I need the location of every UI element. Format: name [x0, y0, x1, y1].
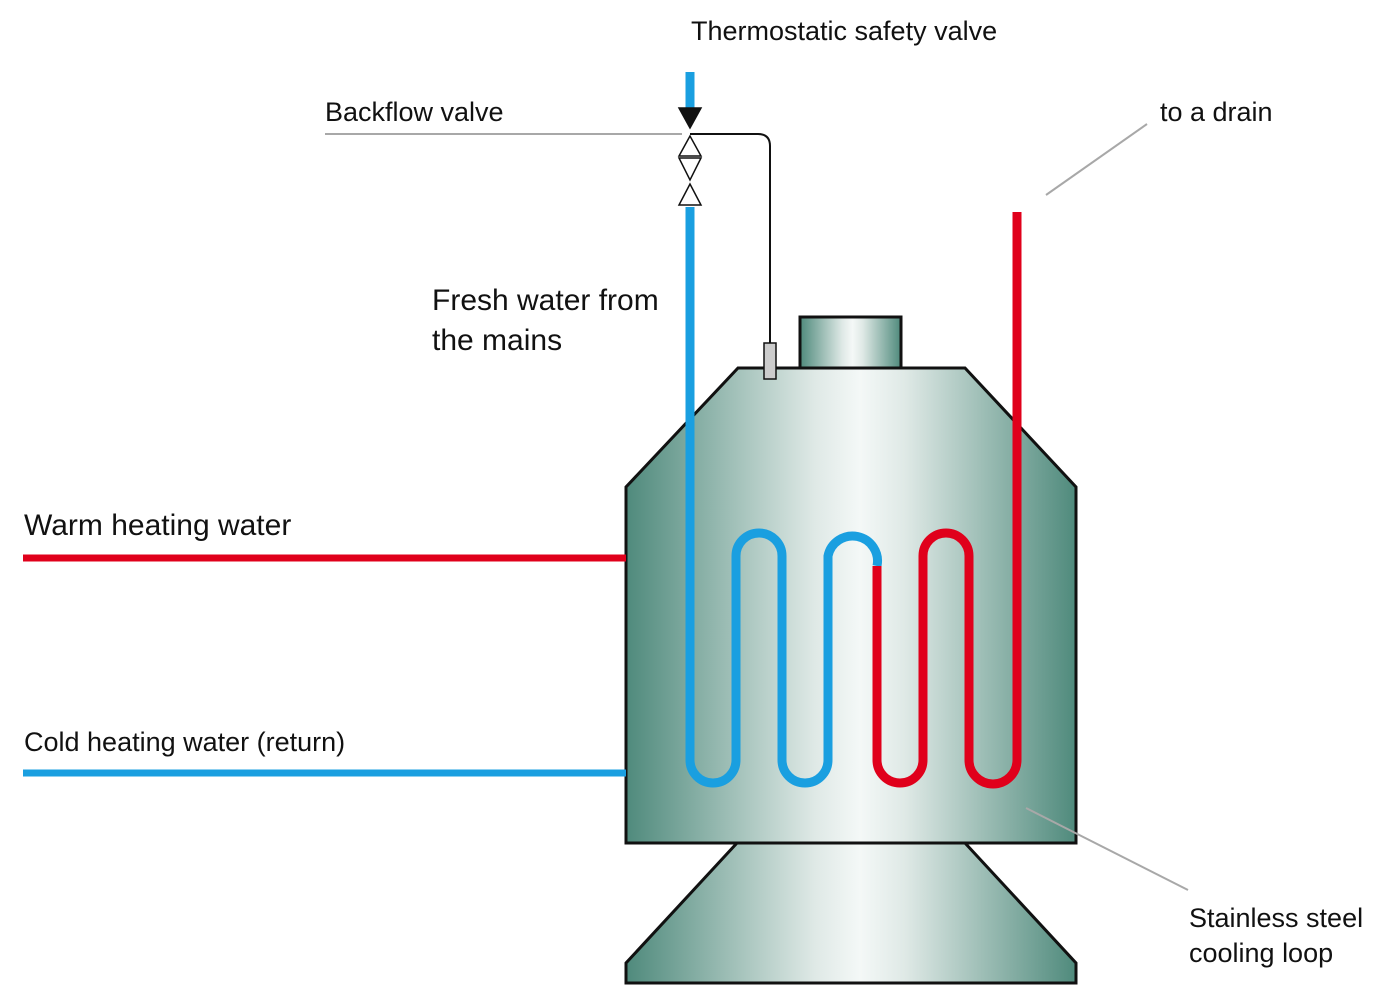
drain-label: to a drain	[1160, 97, 1273, 127]
cooling-loop-label-line1: Stainless steel	[1189, 903, 1363, 933]
cooling-loop-red	[872, 212, 1022, 789]
thermostatic-valve-symbol	[677, 107, 703, 130]
fresh-water-label-line2: the mains	[432, 324, 562, 357]
thermostat-sensor-line	[690, 133, 771, 343]
cooling-loop-leader-line	[1025, 807, 1189, 891]
warm-heating-label: Warm heating water	[24, 509, 291, 542]
thermostat-sensor	[763, 342, 777, 380]
cooling-loop-blue	[685, 528, 882, 788]
thermostatic-valve-label: Thermostatic safety valve	[691, 16, 997, 46]
tank-base	[624, 841, 1078, 985]
drain-leader-line	[1045, 123, 1148, 196]
fresh-water-label-line1: Fresh water from	[432, 284, 659, 317]
backflow-valve-bottom	[677, 157, 703, 182]
backflow-valve-label: Backflow valve	[325, 97, 504, 127]
backflow-valve-top	[677, 134, 703, 157]
tank-top-cap	[798, 315, 903, 370]
cooling-loop-label-line2: cooling loop	[1189, 938, 1333, 968]
cold-heating-label: Cold heating water (return)	[24, 727, 345, 757]
check-valve-symbol	[677, 182, 703, 206]
